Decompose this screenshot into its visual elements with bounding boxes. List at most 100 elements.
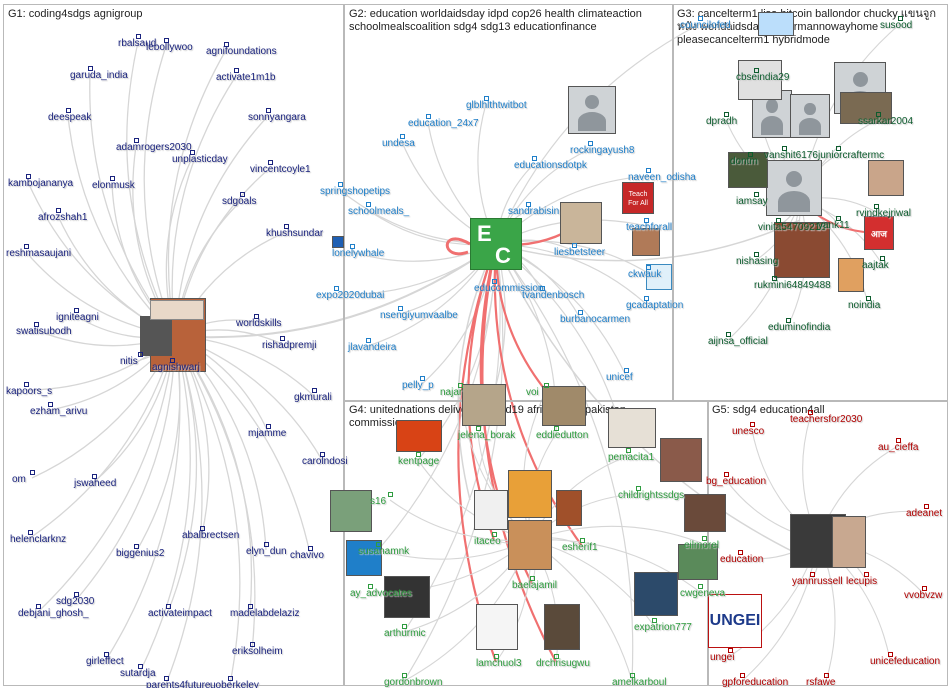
node-afrozshah1[interactable]: afrozshah1 <box>38 212 87 223</box>
node-dpradh[interactable]: dpradh <box>706 116 737 127</box>
node-eriksolheim[interactable]: eriksolheim <box>232 646 283 657</box>
node-garuda-india[interactable]: garuda_india <box>70 70 128 81</box>
node-vvobvzw[interactable]: vvobvzw <box>904 590 942 601</box>
node-uoberkeley[interactable]: uoberkeley <box>210 680 259 688</box>
node-kapoors-s[interactable]: kapoors_s <box>6 386 52 397</box>
node-parents4future[interactable]: parents4future <box>146 680 211 688</box>
node-sdgoals[interactable]: sdgoals <box>222 196 256 207</box>
node-unplasticday[interactable]: unplasticday <box>172 154 228 165</box>
node-iamsay[interactable]: iamsay <box>736 196 768 207</box>
node-rbalsaud[interactable]: rbalsaud <box>118 38 156 49</box>
node-vanshit6176[interactable]: vanshit6176 <box>764 150 818 161</box>
node-pelly-p[interactable]: pelly_p <box>402 380 434 391</box>
node-rockingayush8[interactable]: rockingayush8 <box>570 145 634 156</box>
node-elyn-dun[interactable]: elyn_dun <box>246 546 287 557</box>
node-adamrogers2030[interactable]: adamrogers2030 <box>116 142 192 153</box>
node-nitis[interactable]: nitis <box>120 356 138 367</box>
node-reshmasaujani[interactable]: reshmasaujani <box>6 248 71 259</box>
node-sonnyangara[interactable]: sonnyangara <box>248 112 306 123</box>
node-yannrussell[interactable]: yannrussell <box>792 576 843 587</box>
node-sutardja[interactable]: sutardja <box>120 668 156 679</box>
node-gordonbrown[interactable]: gordonbrown <box>384 677 442 688</box>
node-teachforall[interactable]: teachforall <box>626 222 672 233</box>
node-vinita54709218[interactable]: vinita54709218 <box>758 222 826 233</box>
node-lecupis[interactable]: lecupis <box>846 576 877 587</box>
node-education[interactable]: education <box>720 554 763 565</box>
node-aajtak[interactable]: aajtak <box>862 260 889 271</box>
node-au-cieffa[interactable]: au_cieffa <box>878 442 918 453</box>
node-glblhlthtwitbot[interactable]: glblhlthtwitbot <box>466 100 527 111</box>
node-jelena-borak[interactable]: jelena_borak <box>458 430 515 441</box>
node-eilmorel[interactable]: eilmorel <box>684 540 719 551</box>
node-kentpage[interactable]: kentpage <box>398 456 439 467</box>
node-ay-advocates[interactable]: ay_advocates <box>350 588 412 599</box>
node-jswaheed[interactable]: jswaheed <box>74 478 116 489</box>
node-educationsdotpk[interactable]: educationsdotpk <box>514 160 587 171</box>
node-councilofed[interactable]: councilofed <box>680 20 731 31</box>
node-education-24x7[interactable]: education_24x7 <box>408 118 479 129</box>
node-childrightssdgs[interactable]: childrightssdgs <box>618 490 684 501</box>
node-unesco[interactable]: unesco <box>732 426 764 437</box>
node-carolndosi[interactable]: carolndosi <box>302 456 348 467</box>
node-unicefeducation[interactable]: unicefeducation <box>870 656 940 667</box>
node-agnishwarj[interactable]: agnishwarj <box>152 362 200 373</box>
node-liesbetsteer[interactable]: liesbetsteer <box>554 247 605 258</box>
node-elonmusk[interactable]: elonmusk <box>92 180 135 191</box>
node-itaceo[interactable]: itaceo <box>474 536 501 547</box>
node-activateimpact[interactable]: activateimpact <box>148 608 212 619</box>
node-biggenius2[interactable]: biggenius2 <box>116 548 164 559</box>
node-juniorcraftermc[interactable]: juniorcraftermc <box>818 150 884 161</box>
node-gpforeducation[interactable]: gpforeducation <box>722 677 788 688</box>
node-schoolmeals-[interactable]: schoolmeals_ <box>348 206 409 217</box>
node-voi[interactable]: voi <box>526 387 539 398</box>
node-madelabdelaziz[interactable]: madelabdelaziz <box>230 608 300 619</box>
node-lamchuol3[interactable]: lamchuol3 <box>476 658 522 669</box>
node-noindia[interactable]: noindia <box>848 300 880 311</box>
node-nsengiyumvaalbe[interactable]: nsengiyumvaalbe <box>380 310 458 321</box>
node-igniteagni[interactable]: igniteagni <box>56 312 99 323</box>
node-drchrisugwu[interactable]: drchrisugwu <box>536 658 590 669</box>
node-worldskills[interactable]: worldskills <box>236 318 282 329</box>
node-ssarkar2004[interactable]: ssarkar2004 <box>858 116 913 127</box>
node-swatisubodh[interactable]: swatisubodh <box>16 326 72 337</box>
node-rukmini64849488[interactable]: rukmini64849488 <box>754 280 831 291</box>
node-lonelywhale[interactable]: lonelywhale <box>332 248 384 259</box>
node-aijnsa-official[interactable]: aijnsa_official <box>708 336 768 347</box>
node-bg-education[interactable]: bg_education <box>706 476 766 487</box>
node-agnifoundations[interactable]: agnifoundations <box>206 46 277 57</box>
node-deespeak[interactable]: deespeak <box>48 112 91 123</box>
node-gcadaptation[interactable]: gcadaptation <box>626 300 683 311</box>
node-khushsundar[interactable]: khushsundar <box>266 228 323 239</box>
node-burbanocarmen[interactable]: burbanocarmen <box>560 314 630 325</box>
node-nishasing[interactable]: nishasing <box>736 256 778 267</box>
node-pemacita1[interactable]: pemacita1 <box>608 452 654 463</box>
node-expatrion777[interactable]: expatrion777 <box>634 622 692 633</box>
node-vincentcoyle1[interactable]: vincentcoyle1 <box>250 164 311 175</box>
node-rishadpremji[interactable]: rishadpremji <box>262 340 316 351</box>
node-mjamme[interactable]: mjamme <box>248 428 286 439</box>
node-adeanet[interactable]: adeanet <box>906 508 942 519</box>
node-chavivo[interactable]: chavivo <box>290 550 324 561</box>
node-eduminofindia[interactable]: eduminofindia <box>768 322 830 333</box>
node-teachersfor2030[interactable]: teachersfor2030 <box>790 414 862 425</box>
node-yank11[interactable]: yank11 <box>818 220 850 231</box>
node-najar[interactable]: najar <box>440 387 462 398</box>
node-cbseindia29[interactable]: cbseindia29 <box>736 72 789 83</box>
node-ungei[interactable]: ungei <box>710 652 734 663</box>
node-debjani-ghosh-[interactable]: debjani_ghosh_ <box>18 608 89 619</box>
node-esherif1[interactable]: esherif1 <box>562 542 598 553</box>
node-amelkarboul[interactable]: amelkarboul <box>612 677 666 688</box>
node-rsfawe[interactable]: rsfawe <box>806 677 835 688</box>
node-ckwauk[interactable]: ckwauk <box>628 269 661 280</box>
node-abalbrectsen[interactable]: abalbrectsen <box>182 530 239 541</box>
node-helenclarknz[interactable]: helenclarknz <box>10 534 66 545</box>
node-activate1m1b[interactable]: activate1m1b <box>216 72 275 83</box>
node-dontm[interactable]: dontm <box>730 156 758 167</box>
node-unicef[interactable]: unicef <box>606 372 633 383</box>
node-sandrabisin[interactable]: sandrabisin <box>508 206 559 217</box>
node-educommission[interactable]: educommission <box>474 283 543 294</box>
node-gkmurali[interactable]: gkmurali <box>294 392 332 403</box>
node-arthurmic[interactable]: arthurmic <box>384 628 426 639</box>
node-susood[interactable]: susood <box>880 20 912 31</box>
node-s16[interactable]: s16 <box>370 496 386 507</box>
